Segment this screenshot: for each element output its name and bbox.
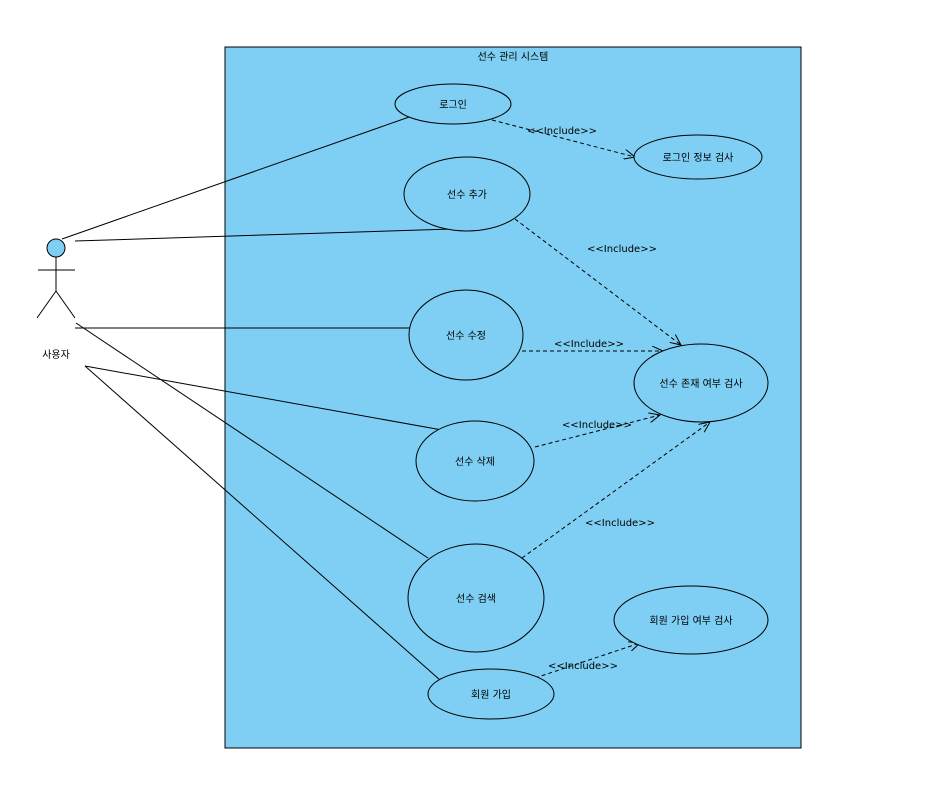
include-label-delete-player: <<Include>>: [562, 420, 632, 431]
include-delete-player: [534, 415, 660, 448]
include-relations: [491, 119, 710, 679]
actor-user[interactable]: 사용자: [36, 238, 76, 361]
use-case-check-signup[interactable]: 회원 가입 여부 검사: [613, 585, 769, 655]
use-case-delete-player[interactable]: 선수 삭제: [415, 420, 535, 502]
include-login: [491, 119, 635, 157]
use-case-edit-player-label: 선수 수정: [446, 330, 486, 342]
use-case-add-player[interactable]: 선수 추가: [403, 156, 531, 232]
use-case-login[interactable]: 로그인: [394, 83, 512, 125]
include-label-login: <<Include>>: [527, 126, 597, 137]
actor-label: 사용자: [42, 349, 70, 361]
use-case-check-login-label: 로그인 정보 검사: [663, 152, 734, 164]
association-login: [61, 115, 413, 240]
include-label-add-player: <<Include>>: [587, 244, 657, 255]
use-case-search-player-label: 선수 검색: [456, 593, 496, 605]
use-case-check-login[interactable]: 로그인 정보 검사: [633, 134, 763, 180]
association-search-player: [75, 322, 429, 559]
use-case-login-label: 로그인: [439, 99, 467, 111]
include-label-search-player: <<Include>>: [585, 518, 655, 529]
associations: [61, 115, 453, 681]
use-case-check-player-exists-label: 선수 존재 여부 검사: [659, 378, 742, 390]
include-label-edit-player: <<Include>>: [554, 339, 624, 350]
include-signup: [534, 643, 640, 679]
use-case-check-signup-label: 회원 가입 여부 검사: [649, 614, 732, 627]
use-case-search-player[interactable]: 선수 검색: [407, 543, 545, 653]
use-case-edit-player[interactable]: 선수 수정: [408, 289, 524, 381]
use-case-check-player-exists[interactable]: 선수 존재 여부 검사: [633, 343, 769, 423]
association-signup: [84, 365, 441, 681]
association-delete-player: [84, 365, 443, 431]
include-label-signup: <<Include>>: [548, 661, 618, 672]
system-title: 선수 관리 시스템: [478, 51, 549, 63]
use-case-signup-label: 회원 가입: [471, 688, 511, 701]
use-case-signup[interactable]: 회원 가입: [427, 668, 555, 720]
include-search-player: [521, 422, 710, 559]
stick-figure-icon: [36, 238, 76, 319]
use-case-delete-player-label: 선수 삭제: [455, 456, 495, 468]
use-case-add-player-label: 선수 추가: [447, 189, 487, 201]
association-add-player: [74, 228, 453, 242]
